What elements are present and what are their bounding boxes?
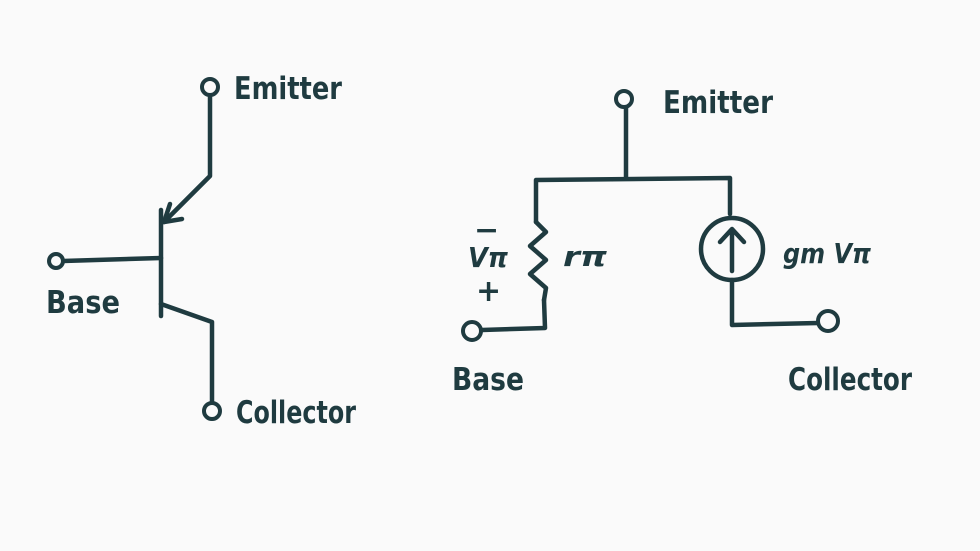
current-source-label: gm Vπ (783, 237, 872, 270)
bjt-emitter-label: Emitter (234, 71, 343, 107)
voltage-plus-sign: + (476, 274, 501, 309)
model-collector-terminal (816, 309, 840, 333)
model-base-terminal (461, 320, 483, 342)
bjt-symbol: Emitter Base Collector (46, 71, 357, 431)
bjt-collector-label: Collector (236, 395, 357, 431)
small-signal-model: Emitter − Vπ + rπ gm Vπ Base Collector (452, 85, 913, 398)
collector-wire (729, 277, 821, 328)
voltage-minus-sign: − (474, 213, 499, 248)
emitter-arrow-icon (161, 201, 185, 225)
model-collector-label: Collector (788, 362, 913, 398)
base-wire (479, 297, 548, 333)
emitter-lead (161, 93, 213, 225)
model-emitter-terminal (614, 89, 634, 109)
model-base-label: Base (452, 362, 524, 398)
resistor-r-pi-label: rπ (563, 240, 608, 273)
model-emitter-label: Emitter (663, 85, 774, 121)
bjt-base-label: Base (46, 285, 120, 321)
collector-lead (158, 301, 215, 405)
current-source-arrow-icon (717, 226, 747, 274)
voltage-v-pi-label: Vπ (468, 241, 509, 274)
base-lead (60, 255, 164, 264)
base-terminal (47, 252, 65, 270)
top-rail (533, 175, 733, 225)
collector-terminal (202, 401, 222, 421)
emitter-terminal (200, 77, 220, 97)
resistor-r-pi (527, 219, 549, 303)
